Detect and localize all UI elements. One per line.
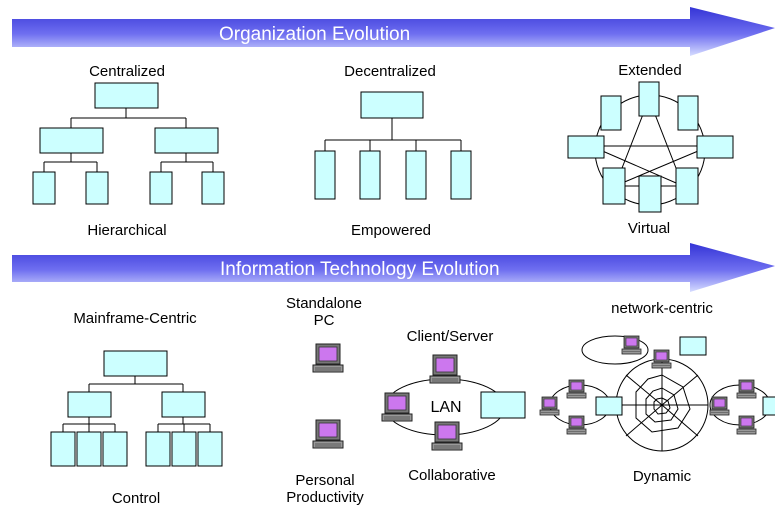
client-pc-left-icon xyxy=(381,392,413,422)
client-server-title: Client/Server xyxy=(406,328,494,345)
control-caption: Control xyxy=(111,490,161,507)
organization-banner-title: Organization Evolution xyxy=(219,24,411,45)
network-pc-icon xyxy=(566,379,587,399)
network-centric-title: network-centric xyxy=(611,300,713,317)
network-pc-icon xyxy=(709,396,730,416)
network-pc-icon xyxy=(736,379,757,399)
lan-label: LAN xyxy=(430,399,462,416)
network-pc-icon xyxy=(651,349,672,369)
it-banner-title: Information Technology Evolution xyxy=(220,259,500,280)
standalone-pc-title: Standalone PC xyxy=(286,295,362,329)
network-centric-web xyxy=(549,335,775,452)
empowered-caption: Empowered xyxy=(350,222,432,239)
organization-banner-arrow xyxy=(12,7,775,56)
virtual-caption: Virtual xyxy=(627,220,671,237)
client-pc-bottom-icon xyxy=(431,421,463,451)
standalone-pc-icon xyxy=(312,343,344,373)
network-pc-icon xyxy=(566,415,587,435)
collaborative-caption: Collaborative xyxy=(408,467,496,484)
centralized-org-chart xyxy=(32,82,225,205)
network-pc-icon xyxy=(621,335,642,355)
hierarchical-caption: Hierarchical xyxy=(87,222,167,239)
mainframe-centric-title: Mainframe-Centric xyxy=(73,310,197,327)
network-pc-icon xyxy=(736,415,757,435)
decentralized-org-chart xyxy=(314,91,472,200)
decentralized-title: Decentralized xyxy=(344,63,436,80)
network-pc-icon xyxy=(539,396,560,416)
extended-network-chart xyxy=(567,81,734,213)
it-banner-arrow xyxy=(12,243,775,292)
personal-pc-icon xyxy=(312,419,344,449)
centralized-title: Centralized xyxy=(89,63,165,80)
extended-title: Extended xyxy=(618,62,682,79)
dynamic-caption: Dynamic xyxy=(632,468,692,485)
client-pc-top-icon xyxy=(429,354,461,384)
personal-productivity-caption: Personal Productivity xyxy=(286,472,364,506)
mainframe-hierarchy-chart xyxy=(50,350,223,467)
